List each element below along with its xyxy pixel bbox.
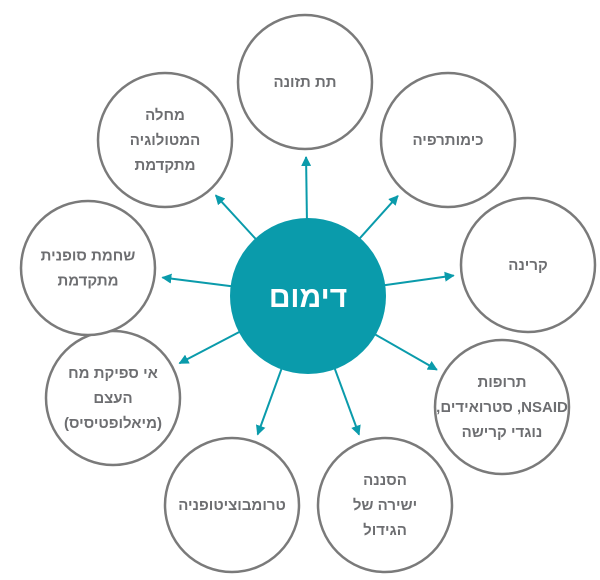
node-label: הסננה xyxy=(363,472,407,489)
arrow-myelophthisis xyxy=(178,330,242,365)
node-thrombocytopenia: טרומבוציטופניה xyxy=(163,436,301,574)
node-label: שחמת סופנית xyxy=(41,248,136,265)
arrow-chemotherapy xyxy=(358,195,399,241)
node-hematologic-disease: מחלה המטולוגיה מתקדמת xyxy=(96,71,234,209)
node-label: מחלה xyxy=(145,107,185,124)
arrow-hematologic-disease xyxy=(214,194,258,241)
node-circle xyxy=(459,196,597,334)
node-circle xyxy=(316,436,454,574)
node-circle xyxy=(236,13,374,151)
arrow-radiation xyxy=(383,271,455,287)
node-tumor-invasion: הסננה ישירה של הגידול xyxy=(316,436,454,574)
node-label: תת תזונה xyxy=(273,74,336,91)
node-label: העצם xyxy=(93,390,132,407)
node-myelophthisis: אי ספיקת מח העצם (מיאלופטיסיס) xyxy=(44,329,182,467)
node-label: הגידול xyxy=(363,522,407,539)
node-label: מתקדמת xyxy=(134,157,195,174)
node-circle xyxy=(96,71,234,209)
arrow-liver-cirrhosis xyxy=(161,273,233,288)
arrow-tumor-invasion xyxy=(333,366,361,436)
node-label: המטולוגיה xyxy=(130,132,201,149)
node-circle xyxy=(19,199,157,337)
node-label: NSAID, סטרואידים, xyxy=(436,399,568,416)
arrow-malnutrition xyxy=(301,155,312,221)
node-label: מתקדמת xyxy=(57,273,118,290)
node-radiation: קרינה xyxy=(459,196,597,334)
center-circle xyxy=(230,218,386,374)
node-liver-cirrhosis: שחמת סופנית מתקדמת xyxy=(19,199,157,337)
center-label: דימום xyxy=(269,281,347,314)
node-label: קרינה xyxy=(508,257,548,274)
node-label: כימותרפיה xyxy=(412,132,483,149)
node-circle xyxy=(163,436,301,574)
node-label: ישירה של xyxy=(353,497,417,514)
arrow-medications xyxy=(373,332,438,371)
node-label: טרומבוציטופניה xyxy=(178,497,286,514)
node-medications: תרופות NSAID, סטרואידים, נוגדי קרישה xyxy=(433,338,571,476)
node-label: תרופות xyxy=(477,374,526,391)
node-label: אי ספיקת מח xyxy=(68,365,158,382)
node-label: (מיאלופטיסיס) xyxy=(64,415,162,432)
node-circle xyxy=(433,338,571,476)
node-label: נוגדי קרישה xyxy=(462,424,543,441)
node-circle xyxy=(379,71,517,209)
node-chemotherapy: כימותרפיה xyxy=(379,71,517,209)
arrow-thrombocytopenia xyxy=(256,367,283,436)
node-malnutrition: תת תזונה xyxy=(236,13,374,151)
